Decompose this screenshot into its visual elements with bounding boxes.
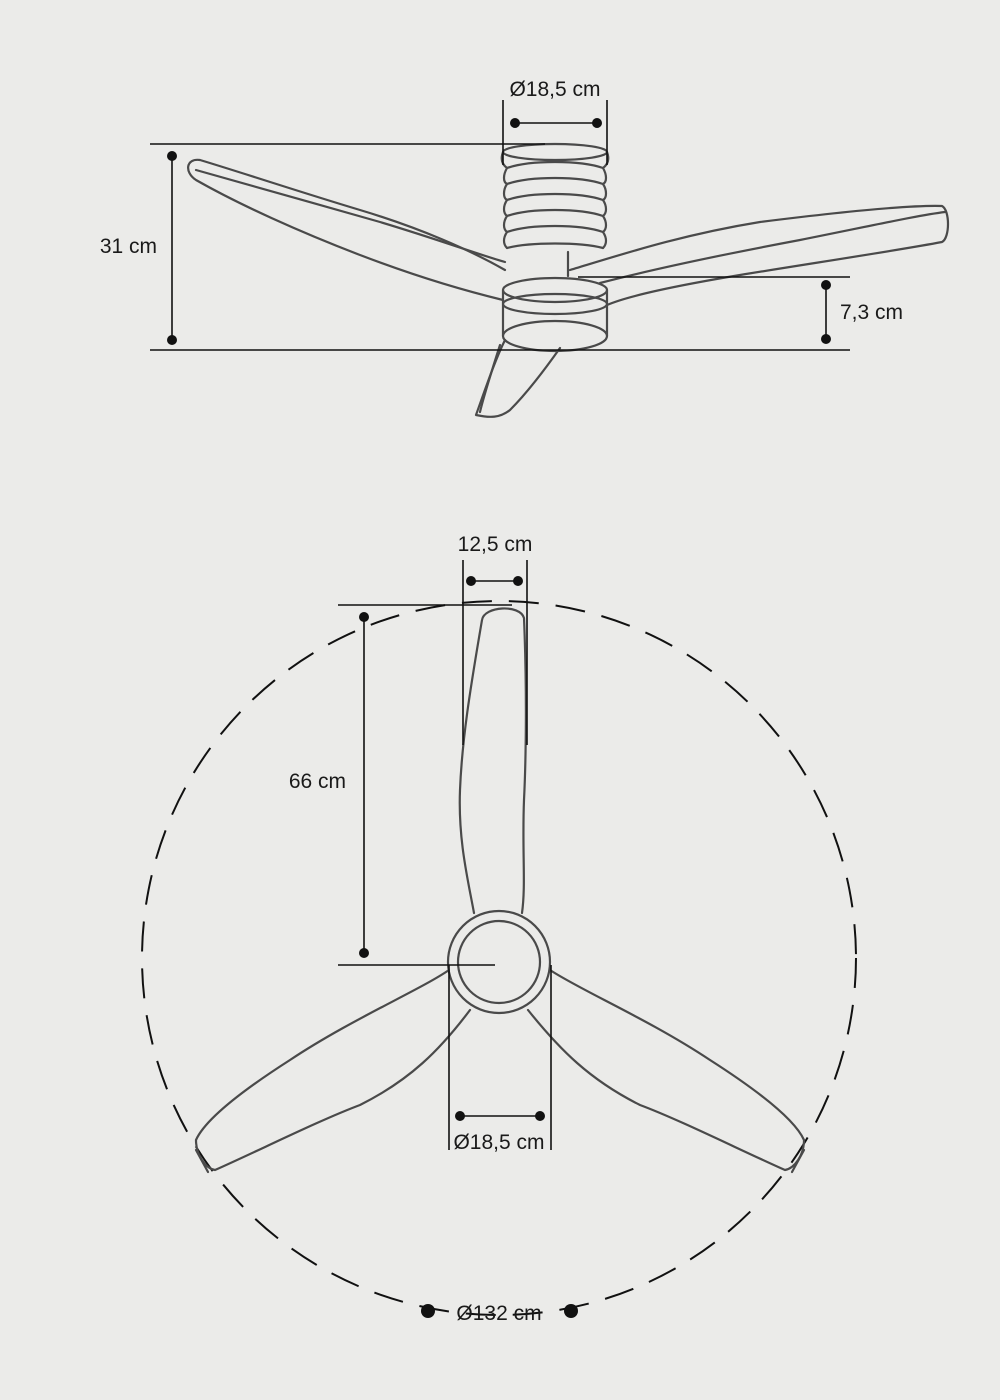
- hub-cylinder: [501, 276, 609, 353]
- side-view: Ø18,5 cm 31 cm 7,3 cm: [100, 78, 950, 418]
- motor-housing: [500, 142, 610, 250]
- total-height-dimension: 31 cm: [100, 143, 850, 351]
- blade-length-label: 66 cm: [289, 770, 346, 793]
- motor-diameter-label: Ø18,5 cm: [509, 78, 600, 101]
- blade-length-dimension: 66 cm: [289, 604, 512, 966]
- hub-height-dimension: 7,3 cm: [578, 276, 903, 344]
- motor-diameter-dimension: Ø18,5 cm: [502, 78, 608, 165]
- blade-width-label: 12,5 cm: [458, 533, 533, 556]
- hub-diameter-label: Ø18,5 cm: [453, 1131, 544, 1154]
- sweep-diameter-label: Ø132 cm: [456, 1302, 541, 1325]
- left-blade: [187, 158, 507, 302]
- left-blade-top: [194, 968, 472, 1172]
- total-height-label: 31 cm: [100, 235, 157, 258]
- hub-height-label: 7,3 cm: [840, 301, 903, 324]
- top-view: 12,5 cm 66 cm Ø18,5 cm Ø132 cm: [141, 533, 857, 1325]
- sweep-diameter-dimension: Ø132 cm: [421, 1302, 578, 1325]
- fan-side-drawing: [187, 142, 950, 418]
- sweep-circle: [141, 600, 857, 1316]
- fan-top-drawing: [194, 607, 806, 1174]
- blade-width-dimension: 12,5 cm: [458, 533, 533, 745]
- hub-diameter-dimension: Ø18,5 cm: [448, 965, 552, 1154]
- right-blade-top: [526, 968, 806, 1172]
- hub-inner: [456, 919, 542, 1005]
- top-blade: [458, 607, 527, 915]
- hub-outer: [446, 909, 552, 1015]
